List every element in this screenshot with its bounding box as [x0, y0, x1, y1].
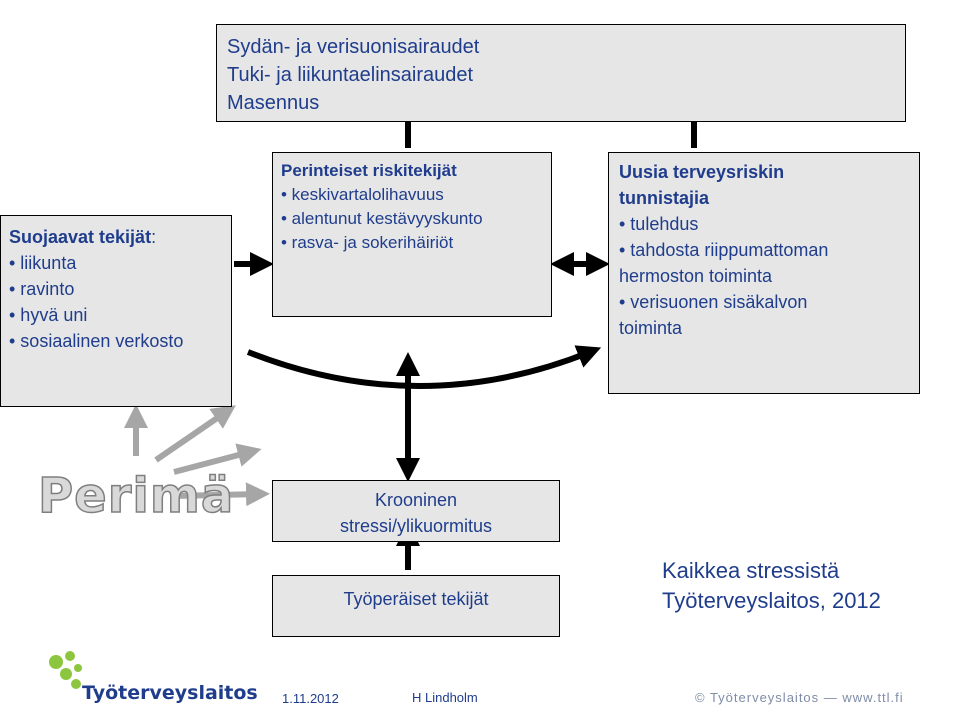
perima-arrow-right — [173, 482, 270, 507]
chronic-stress-box: Krooninen stressi/ylikuormitus — [272, 480, 560, 542]
perima-label: Perimä — [37, 467, 235, 525]
new-risk-indicators-box: Uusia terveysriskin tunnistajia • tulehd… — [608, 152, 920, 394]
footer-date: 1.11.2012 — [282, 691, 339, 706]
protective-factor-item: • sosiaalinen verkosto — [9, 331, 184, 351]
source-note-line: Kaikkea stressistä — [662, 558, 840, 583]
logo-text: Työterveyslaitos — [82, 682, 258, 704]
new-risk-title: tunnistajia — [619, 188, 710, 208]
new-risk-item: toiminta — [619, 318, 683, 338]
outcomes-box: Sydän- ja verisuonisairaudet Tuki- ja li… — [216, 24, 906, 122]
protective-factors-title: Suojaavat tekijät: — [9, 227, 157, 247]
logo-icon — [49, 651, 82, 689]
outcome-line: Sydän- ja verisuonisairaudet — [227, 36, 480, 58]
outcome-line: Tuki- ja liikuntaelinsairaudet — [227, 64, 474, 86]
traditional-risk-item: • rasva- ja sokerihäiriöt — [281, 233, 454, 252]
traditional-risk-title: Perinteiset riskitekijät — [281, 161, 457, 180]
footer-copyright: © Työterveyslaitos — www.ttl.fi — [695, 690, 904, 705]
traditional-risk-item: • alentunut kestävyyskunto — [281, 209, 483, 228]
protective-factor-item: • hyvä uni — [9, 305, 88, 325]
outcome-line: Masennus — [227, 92, 320, 114]
new-risk-item: • verisuonen sisäkalvon — [619, 292, 808, 312]
work-factors-box: Työperäiset tekijät — [272, 575, 560, 637]
perima-arrow-diag — [154, 405, 236, 463]
traditional-risk-item: • keskivartalolihavuus — [281, 185, 444, 204]
protective-factor-item: • liikunta — [9, 253, 77, 273]
chronic-stress-label: Krooninen — [374, 490, 458, 510]
chronic-stress-label: stressi/ylikuormitus — [339, 516, 493, 536]
work-factors-label: Työperäiset tekijät — [343, 589, 489, 609]
new-risk-item: hermoston toiminta — [619, 266, 773, 286]
source-note: Kaikkea stressistä Työterveyslaitos, 201… — [662, 556, 881, 616]
traditional-risk-factors-box: Perinteiset riskitekijät • keskivartalol… — [272, 152, 552, 317]
footer-author: H Lindholm — [412, 690, 478, 705]
protective-factor-item: • ravinto — [9, 279, 75, 299]
new-risk-title: Uusia terveysriskin — [619, 162, 785, 182]
new-risk-item: • tulehdus — [619, 214, 699, 234]
protective-factors-box: Suojaavat tekijät: • liikunta • ravinto … — [0, 215, 232, 407]
arrow-curve-to-right — [246, 345, 602, 389]
new-risk-item: • tahdosta riippumattoman — [619, 240, 829, 260]
source-note-line: Työterveyslaitos, 2012 — [662, 588, 881, 613]
perima-arrow-mid — [173, 443, 262, 475]
